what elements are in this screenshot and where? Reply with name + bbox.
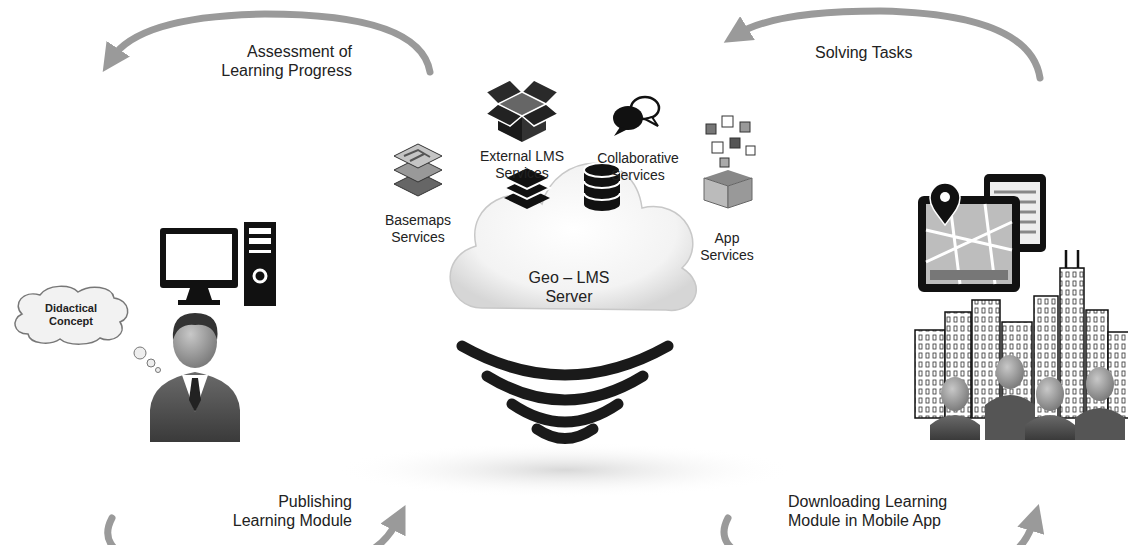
chat-icon: [613, 97, 659, 136]
teacher-figure: [134, 313, 240, 442]
cycle-step-label: Solving Tasks: [815, 43, 975, 62]
thought-bubble: Didactical Concept: [8, 284, 134, 346]
service-label: Basemaps Services: [379, 212, 457, 246]
city-skyline: [915, 250, 1128, 418]
basemaps-icon: [394, 144, 442, 196]
server-cloud-label: Geo – LMS Server: [514, 268, 624, 306]
service-label: Collaborative Services: [589, 150, 687, 184]
app-box-icon: [704, 116, 755, 208]
service-label: External LMS Services: [470, 148, 574, 182]
thought-bubble-shape: [15, 286, 128, 344]
service-label: App Services: [692, 230, 762, 264]
cycle-step-label: Publishing Learning Module: [218, 492, 352, 530]
computer-icon: [160, 222, 276, 306]
cycle-arrows: [108, 11, 1040, 545]
server-cloud-shape: [450, 163, 696, 310]
mobile-devices: [918, 174, 1046, 292]
thought-bubble-label: Didactical Concept: [35, 302, 107, 328]
cycle-step-label: Assessment of Learning Progress: [212, 42, 352, 80]
wireless-waves: [462, 346, 668, 439]
students-group: [930, 355, 1125, 440]
open-box-icon: [486, 80, 558, 142]
cycle-step-label: Downloading Learning Module in Mobile Ap…: [788, 492, 960, 530]
